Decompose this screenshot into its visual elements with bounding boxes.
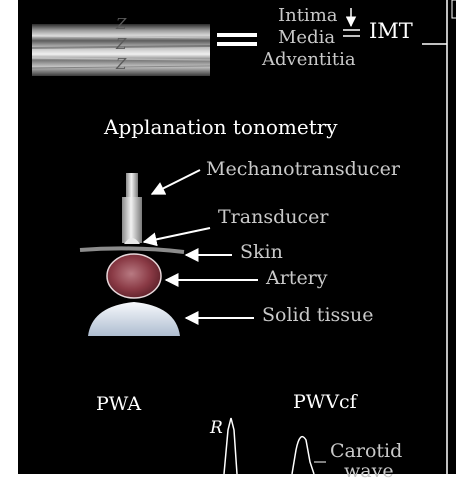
solid-tissue-label: Solid tissue [262,304,374,326]
pwvcf-label: PWVcf [293,391,357,413]
intima-label: Intima [278,5,338,26]
mechanotransducer-rod [126,173,138,199]
ultrasound-texture [31,35,211,69]
ultrasound-image [32,24,210,76]
wave-label: wave [344,460,394,482]
frame-tick [451,0,459,19]
skin-line [79,246,185,254]
artery-label: Artery [266,267,328,289]
transducer-tip [124,238,140,244]
solid-tissue-shape [88,302,180,336]
imt-bar-bottom [217,42,257,46]
tonometry-title: Applanation tonometry [104,115,338,139]
carotid-waveform [291,435,315,474]
transducer-label: Transducer [218,206,329,228]
pwa-label: PWA [96,393,142,415]
arrow-transducer [142,227,211,247]
adventitia-label: Adventitia [262,49,356,70]
dark-panel [18,0,456,474]
z-label-2: Z [116,35,127,53]
media-label: Media [278,27,336,48]
artery-shape [106,253,162,299]
imt-label: IMT [369,19,413,43]
imt-bar-top [217,33,257,37]
skin-label: Skin [240,241,283,263]
arrow-mechanotransducer [150,169,201,195]
mechanotransducer-body [122,197,142,243]
mechanotransducer-label: Mechanotransducer [206,158,400,180]
z-label-3: Z [116,55,127,73]
r-label: R [210,418,223,438]
carotid-label: Carotid [330,440,403,462]
z-label-1: Z [116,15,127,33]
pwa-waveform [223,417,238,474]
